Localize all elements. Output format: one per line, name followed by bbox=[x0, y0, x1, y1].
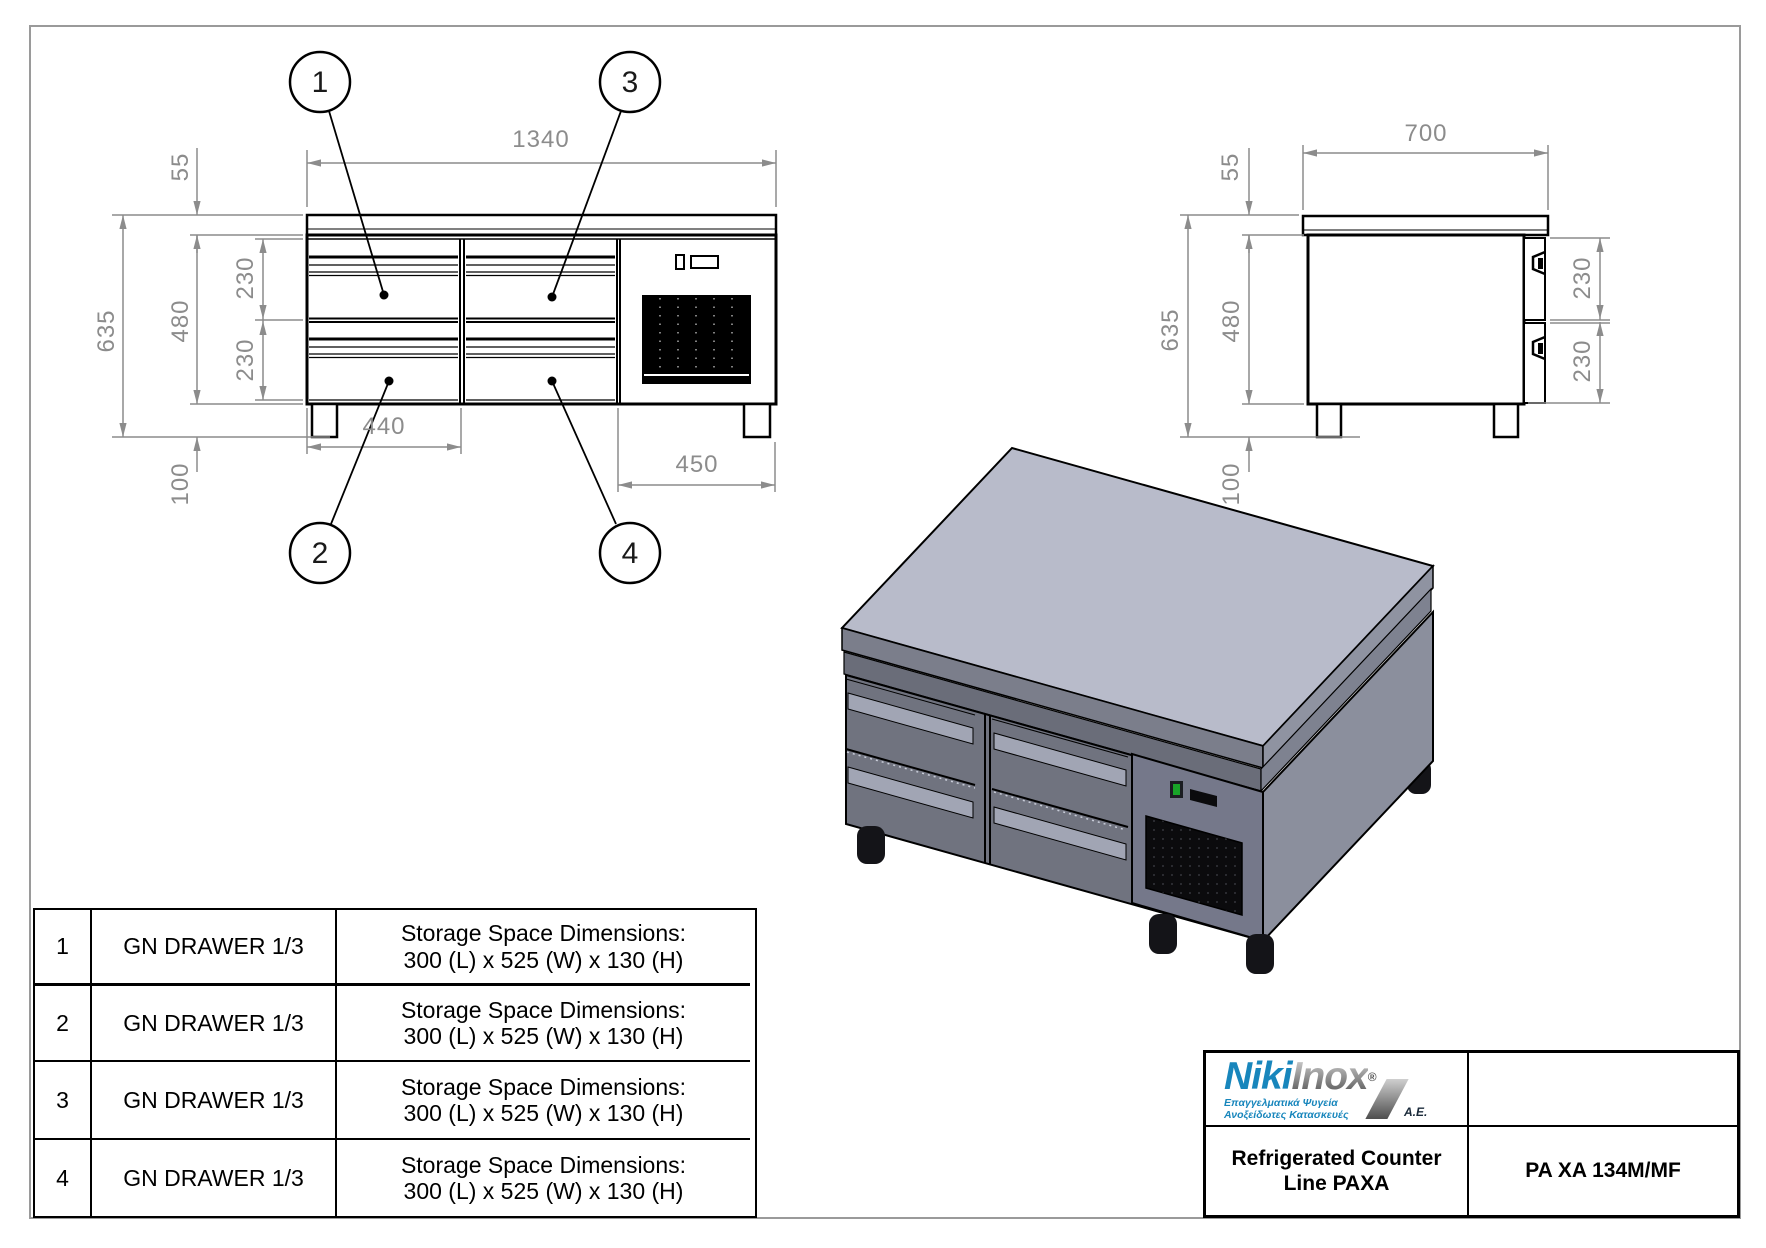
dim-label-drawer-bottom-s: 230 bbox=[1569, 339, 1596, 383]
balloon-callouts bbox=[288, 50, 662, 585]
table-cell-name: GN DRAWER 1/3 bbox=[92, 986, 337, 1062]
drawer-front-lines-right bbox=[466, 255, 615, 401]
registered-mark: ® bbox=[1367, 1070, 1377, 1084]
dim-label-leg-height-s: 100 bbox=[1218, 462, 1245, 506]
front-view-arrowheads bbox=[119, 159, 776, 489]
dim-label-body-height: 480 bbox=[167, 299, 194, 343]
ventilation-grille-front bbox=[642, 295, 751, 384]
table-cell-name: GN DRAWER 1/3 bbox=[92, 1062, 337, 1140]
product-name-line1: Refrigerated Counter bbox=[1231, 1146, 1442, 1170]
balloon-3 bbox=[598, 50, 662, 114]
brand-tagline-2: Ανοξείδωτες Κατασκευές bbox=[1224, 1109, 1349, 1121]
side-view-arrowheads bbox=[1184, 149, 1604, 451]
dim-label-unit-width: 450 bbox=[675, 451, 719, 478]
foot bbox=[1149, 914, 1177, 954]
brand-logo: NikiInox® Επαγγελματικά Ψυγεία Ανοξείδωτ… bbox=[1224, 1057, 1464, 1123]
table-cell-no: 3 bbox=[35, 1062, 92, 1140]
front-view bbox=[305, 213, 778, 439]
parts-table: 1 GN DRAWER 1/3 Storage Space Dimensions… bbox=[33, 908, 757, 1218]
thermostat-display-icon bbox=[690, 255, 719, 269]
iso-refrigeration-panel bbox=[1131, 752, 1264, 943]
empty-cell bbox=[1469, 1053, 1737, 1127]
dim-label-width: 1340 bbox=[512, 126, 570, 153]
front-view-dimensions bbox=[112, 148, 777, 492]
dim-label-counter-top: 55 bbox=[167, 152, 194, 182]
leg bbox=[742, 402, 772, 439]
logo-cell: NikiInox® Επαγγελματικά Ψυγεία Ανοξείδωτ… bbox=[1206, 1053, 1469, 1127]
page-border bbox=[29, 25, 1741, 1219]
table-cell-name: GN DRAWER 1/3 bbox=[92, 910, 337, 986]
dim-label-depth: 700 bbox=[1404, 120, 1448, 147]
iso-drawer-column-right bbox=[991, 718, 1129, 861]
brand-tagline-1: Επαγγελματικά Ψυγεία bbox=[1224, 1097, 1338, 1109]
drawer-handle-icon bbox=[1531, 250, 1546, 361]
balloon-3-label: 3 bbox=[621, 66, 639, 99]
table-cell-no: 4 bbox=[35, 1140, 92, 1216]
balloon-1 bbox=[288, 50, 352, 114]
table-cell-name: GN DRAWER 1/3 bbox=[92, 1140, 337, 1216]
drawer-front-lines-left bbox=[309, 255, 458, 401]
side-view bbox=[1301, 214, 1550, 439]
table-cell-desc: Storage Space Dimensions:300 (L) x 525 (… bbox=[337, 986, 750, 1062]
dim-label-body-height-s: 480 bbox=[1218, 299, 1245, 343]
brand-name-primary: Niki bbox=[1224, 1055, 1293, 1098]
dim-label-drawer-top: 230 bbox=[232, 256, 259, 300]
balloon-2 bbox=[288, 521, 352, 585]
dim-label-total-height: 635 bbox=[93, 309, 120, 353]
balloon-4 bbox=[598, 521, 662, 585]
table-cell-desc: Storage Space Dimensions:300 (L) x 525 (… bbox=[337, 1062, 750, 1140]
isometric-view bbox=[840, 446, 1435, 974]
dim-label-total-height-s: 635 bbox=[1157, 308, 1184, 352]
leg bbox=[1492, 402, 1520, 439]
dim-label-drawer-bottom: 230 bbox=[232, 338, 259, 382]
product-name-cell: Refrigerated Counter Line PAXA bbox=[1206, 1127, 1469, 1215]
foot bbox=[1246, 934, 1274, 974]
balloon-4-label: 4 bbox=[621, 537, 639, 570]
iso-drawer-column-left bbox=[845, 678, 976, 819]
product-name-line2: Line PAXA bbox=[1283, 1172, 1390, 1195]
leg bbox=[310, 402, 339, 439]
dim-label-leg-height: 100 bbox=[167, 462, 194, 506]
dim-label-counter-top-s: 55 bbox=[1217, 152, 1244, 182]
brand-name-secondary: Inox bbox=[1291, 1055, 1369, 1098]
table-cell-no: 2 bbox=[35, 986, 92, 1062]
balloon-1-label: 1 bbox=[311, 66, 329, 99]
leg bbox=[1315, 402, 1343, 439]
dim-label-drawer-width: 440 bbox=[362, 413, 406, 440]
power-switch-icon bbox=[675, 254, 685, 270]
table-cell-desc: Storage Space Dimensions:300 (L) x 525 (… bbox=[400, 1151, 687, 1204]
company-suffix: Α.Ε. bbox=[1404, 1105, 1428, 1119]
power-led-icon bbox=[1173, 784, 1180, 795]
title-block: NikiInox® Επαγγελματικά Ψυγεία Ανοξείδωτ… bbox=[1203, 1050, 1740, 1218]
foot bbox=[857, 826, 885, 864]
model-code-cell: PA XA 134M/MF bbox=[1469, 1127, 1737, 1215]
thermostat-display-icon bbox=[1190, 789, 1217, 807]
model-code: PA XA 134M/MF bbox=[1525, 1159, 1681, 1183]
table-cell-desc: Storage Space Dimensions:300 (L) x 525 (… bbox=[337, 910, 750, 986]
table-cell-no: 1 bbox=[35, 910, 92, 986]
balloon-2-label: 2 bbox=[311, 537, 329, 570]
dim-label-drawer-top-s: 230 bbox=[1569, 256, 1596, 300]
